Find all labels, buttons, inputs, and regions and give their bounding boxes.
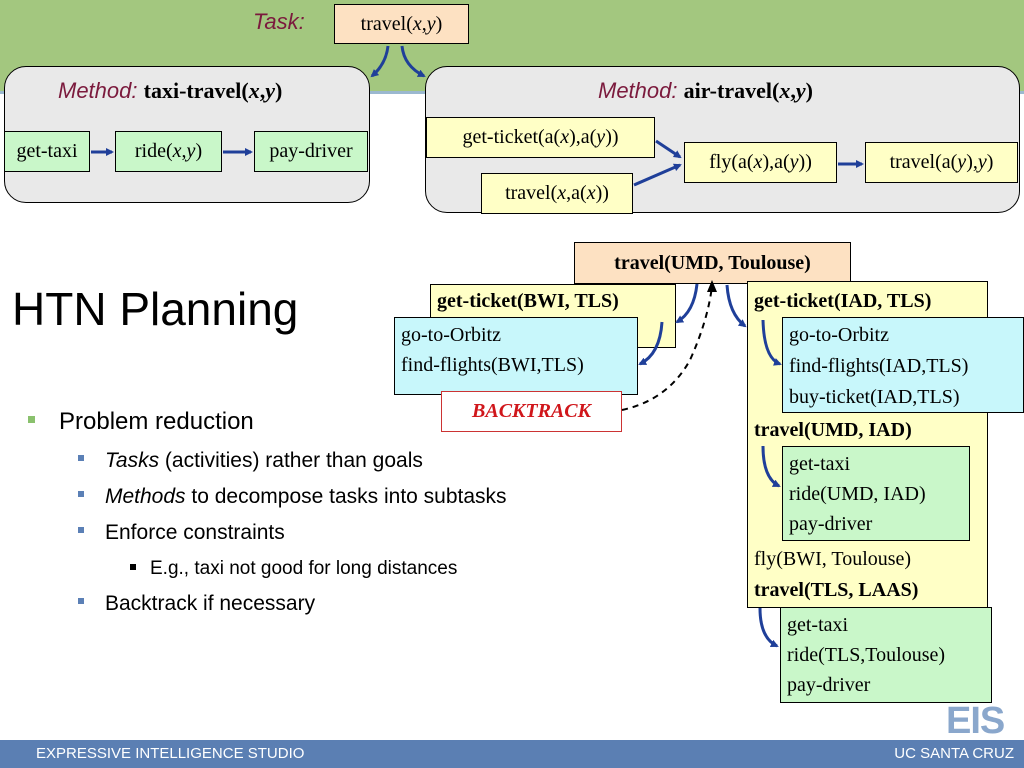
bullet-marker — [130, 563, 136, 570]
bullet-marker — [28, 416, 35, 424]
eis-logo: EIS — [946, 700, 1005, 742]
fly-label: fly(BWI, Toulouse) — [754, 548, 912, 570]
root-to-iad-arrow — [725, 284, 747, 328]
tls-step: get-taxi — [787, 614, 849, 636]
bullet-marker — [78, 598, 84, 605]
bullet-tasks: Tasks (activities) rather than goals — [78, 449, 423, 473]
tls-step: ride(TLS,Toulouse) — [787, 644, 946, 666]
umd-iad-step: pay-driver — [789, 513, 873, 535]
bullet-marker — [78, 455, 84, 462]
iad-ticket-steps-box: go-to-Orbitz find-flights(IAD,TLS) buy-t… — [782, 317, 1024, 413]
iad-ticket-label: get-ticket(IAD, TLS) — [754, 290, 932, 312]
bullet-methods: Methods to decompose tasks into subtasks — [78, 485, 507, 509]
task-box: travel(x,y) — [334, 4, 469, 44]
task-label: Task: — [253, 9, 305, 34]
umd-iad-steps-box: get-taxi ride(UMD, IAD) pay-driver — [782, 446, 970, 541]
taxi-method-title: Method: taxi-travel(x,y) — [58, 78, 283, 103]
taxi-step-ride: ride(x,y) — [115, 131, 222, 172]
air-method-title: Method: air-travel(x,y) — [598, 78, 813, 103]
travel-umd-iad-label: travel(UMD, IAD) — [754, 419, 912, 441]
iad-ticket-step: go-to-Orbitz — [789, 324, 889, 346]
taxi-step-get-taxi: get-taxi — [4, 131, 90, 172]
umd-iad-step: get-taxi — [789, 453, 851, 475]
bullet-marker — [78, 527, 84, 534]
iad-ticket-step: find-flights(IAD,TLS) — [789, 355, 969, 377]
footer-right-text: UC SANTA CRUZ — [894, 745, 1014, 762]
backtrack-label: BACKTRACK — [441, 391, 622, 432]
tls-step: pay-driver — [787, 674, 871, 696]
tls-steps-box: get-taxi ride(TLS,Toulouse) pay-driver — [780, 607, 992, 703]
air-step-fly: fly(a(x),a(y)) — [684, 142, 837, 183]
bwi-ticket-label: get-ticket(BWI, TLS) — [437, 290, 619, 312]
root-to-bwi-arrow — [675, 283, 699, 324]
tls-to-steps-arrow — [758, 607, 779, 648]
bullet-marker — [78, 491, 84, 498]
footer-bar: EXPRESSIVE INTELLIGENCE STUDIO UC SANTA … — [0, 740, 1024, 768]
taxi-step-pay-driver: pay-driver — [254, 131, 368, 172]
air-step-travel-y: travel(a(y),y) — [865, 142, 1018, 183]
bullet-constraints: Enforce constraints — [78, 521, 285, 545]
example-root-task: travel(UMD, Toulouse) — [574, 242, 851, 284]
slide-title: HTN Planning — [12, 283, 299, 335]
bwi-step: find-flights(BWI,TLS) — [401, 354, 584, 376]
air-step-travel-x: travel(x,a(x)) — [481, 173, 633, 214]
bullet-taxi-example: E.g., taxi not good for long distances — [130, 558, 457, 580]
travel-tls-laas-label: travel(TLS, LAAS) — [754, 579, 919, 601]
bwi-steps-box: go-to-Orbitz find-flights(BWI,TLS) — [394, 317, 638, 395]
bwi-step: go-to-Orbitz — [401, 324, 501, 346]
footer-left-text: EXPRESSIVE INTELLIGENCE STUDIO — [36, 745, 305, 762]
bullet-problem-reduction: Problem reduction — [28, 408, 254, 436]
air-step-get-ticket: get-ticket(a(x),a(y)) — [426, 117, 655, 158]
iad-ticket-step: buy-ticket(IAD,TLS) — [789, 386, 960, 408]
umd-iad-step: ride(UMD, IAD) — [789, 483, 926, 505]
bullet-backtrack: Backtrack if necessary — [78, 592, 315, 616]
